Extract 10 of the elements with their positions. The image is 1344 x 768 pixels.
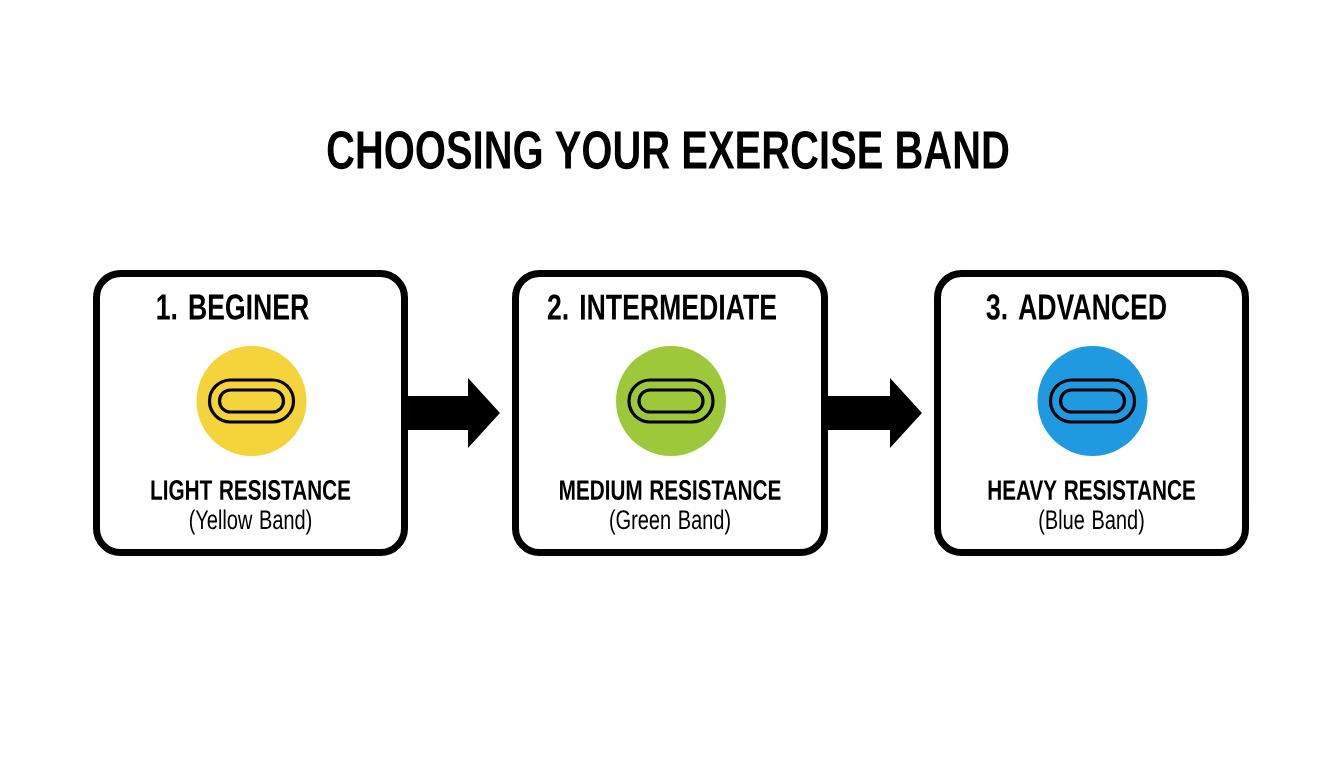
- band-note: (Blue Band): [1039, 509, 1144, 535]
- resistance-label: LIGHT RESISTANCE: [151, 480, 351, 500]
- stage-heading: 1. BEGINER: [157, 294, 309, 320]
- stage-heading: 2. INTERMEDIATE: [547, 294, 776, 320]
- title: CHOOSING YOUR EXERCISE BAND: [327, 130, 1009, 170]
- band-note: (Green Band): [610, 509, 730, 535]
- stage-heading: 3. ADVANCED: [986, 294, 1166, 320]
- band-note: (Yellow Band): [189, 509, 312, 535]
- resistance-label: MEDIUM RESISTANCE: [560, 480, 781, 500]
- resistance-label: HEAVY RESISTANCE: [988, 480, 1195, 500]
